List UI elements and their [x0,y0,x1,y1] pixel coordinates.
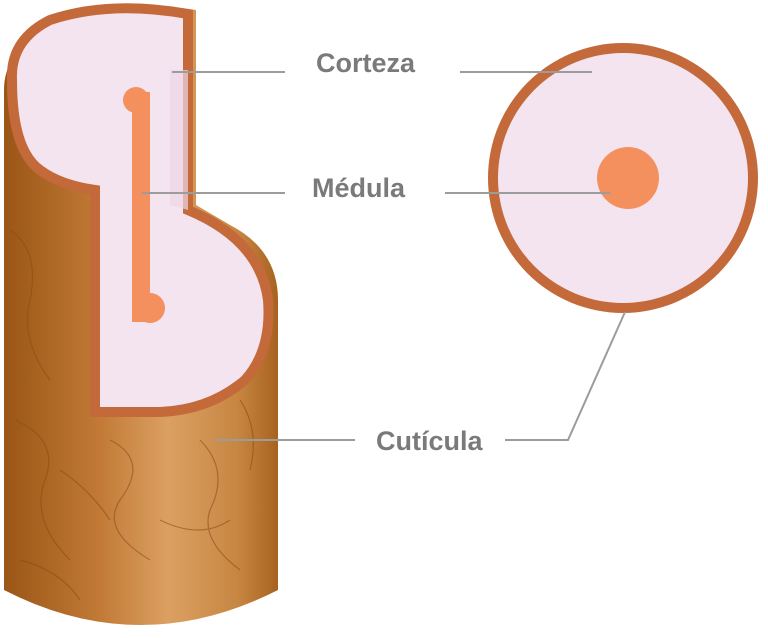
cross-section-medulla [597,147,659,209]
label-cuticle: Cutícula [376,426,483,456]
hair-shaft-cutaway [4,6,278,626]
label-cortex: Corteza [316,48,416,78]
label-medulla: Médula [312,173,406,203]
cuticle-leader-right [505,312,625,440]
hair-cross-section [488,43,758,313]
